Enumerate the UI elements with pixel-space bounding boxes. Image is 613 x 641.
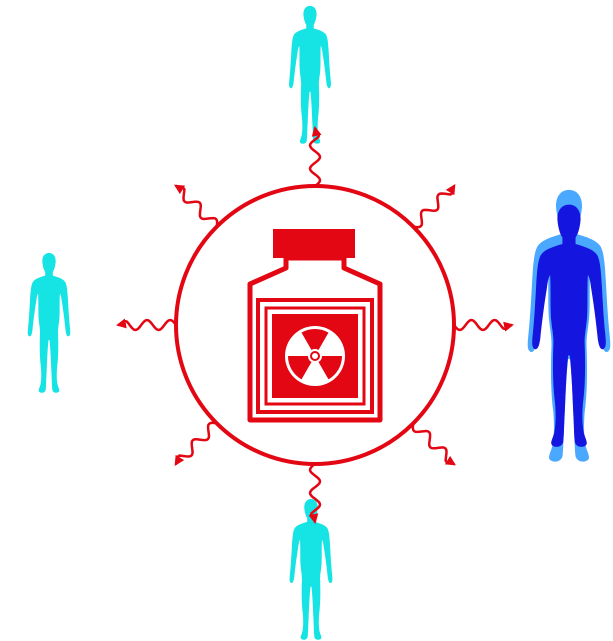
person-bottom-icon [290,499,333,640]
radiation-trefoil-icon [285,326,345,386]
wavy-arrow-icon [413,186,454,228]
person-top-icon [289,6,331,144]
bottle-cap-icon [273,229,355,258]
person-right-icon [528,190,611,462]
wavy-arrow-icon [118,320,176,330]
person-left-icon [28,253,71,393]
wavy-arrow-icon [176,186,218,227]
radioactive-bottle-icon [250,229,380,420]
wavy-arrow-icon [413,423,455,464]
wavy-arrow-icon [454,320,512,330]
wavy-arrow-icon [176,423,217,465]
